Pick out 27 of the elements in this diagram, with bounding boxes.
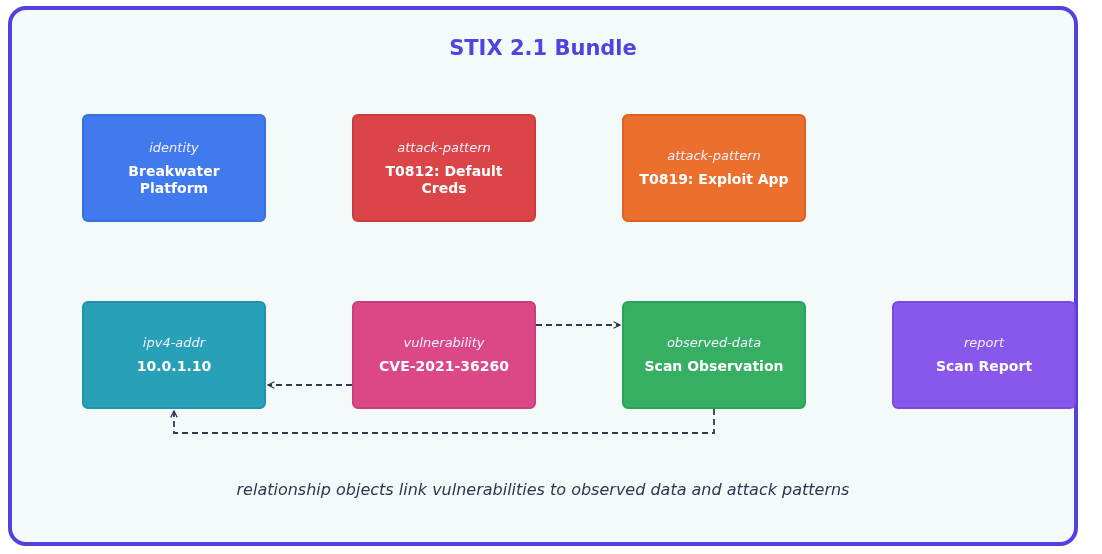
object-card bbox=[622, 114, 806, 222]
object-card bbox=[82, 301, 266, 409]
object-card bbox=[622, 301, 806, 409]
object-name: T0812: Default Creds bbox=[384, 163, 504, 196]
object-card bbox=[892, 301, 1076, 409]
object-type: report bbox=[964, 335, 1004, 351]
bundle-title: STIX 2.1 Bundle bbox=[448, 36, 638, 60]
object-type: vulnerability bbox=[403, 335, 485, 351]
object-name: Breakwater Platform bbox=[127, 163, 221, 196]
bundle-frame bbox=[8, 6, 1078, 546]
object-name: Scan Report bbox=[935, 358, 1033, 375]
object-type: identity bbox=[149, 140, 199, 156]
relationship-arrow bbox=[535, 321, 621, 329]
object-name: CVE-2021-36260 bbox=[379, 358, 509, 375]
object-name: 10.0.1.10 bbox=[136, 358, 212, 375]
object-card bbox=[82, 114, 266, 222]
bundle-caption: relationship objects link vulnerabilities to observed data and attack patterns bbox=[235, 480, 851, 499]
object-card bbox=[352, 301, 536, 409]
object-type: observed-data bbox=[666, 335, 762, 351]
relationship-arrow bbox=[267, 381, 353, 389]
object-type: attack-pattern bbox=[397, 140, 491, 156]
object-card bbox=[352, 114, 536, 222]
object-type: attack-pattern bbox=[667, 148, 761, 164]
relationship-arrow bbox=[170, 408, 715, 434]
object-name: Scan Observation bbox=[644, 358, 784, 375]
object-type: ipv4-addr bbox=[142, 335, 206, 351]
object-name: T0819: Exploit App bbox=[639, 171, 789, 188]
